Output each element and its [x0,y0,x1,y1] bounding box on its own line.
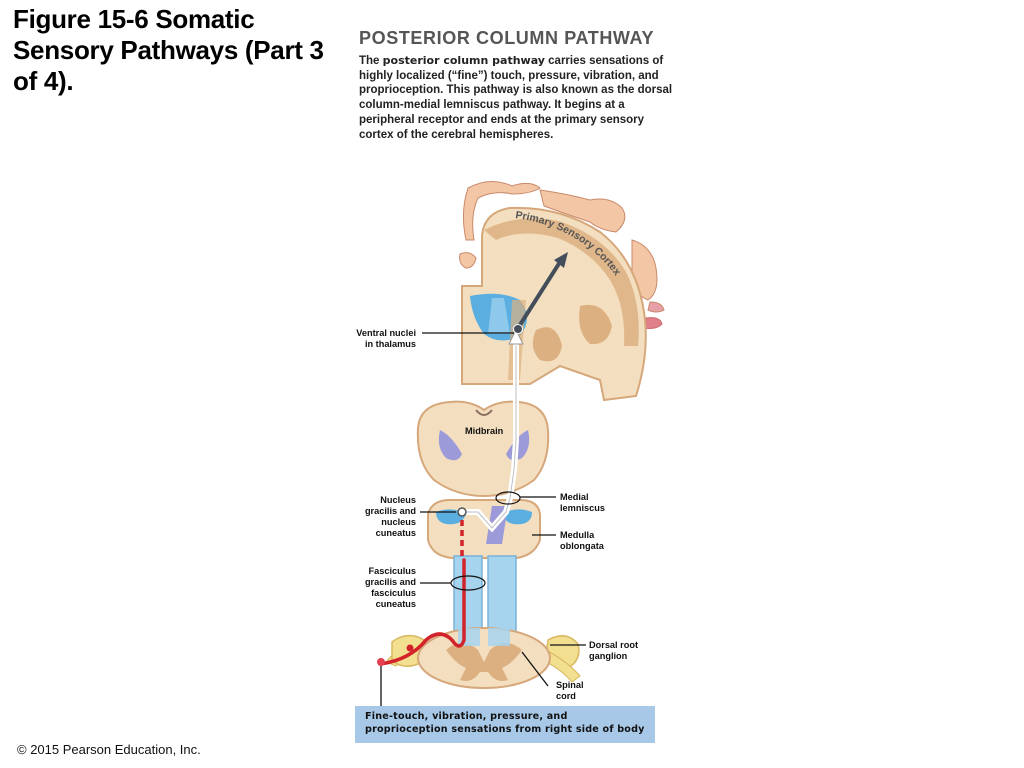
homunculus-leg [462,181,541,241]
third-order-neuron [516,260,562,330]
midbrain-label: Midbrain [465,426,504,436]
drg-label: Dorsal root ganglion [589,640,639,661]
second-order-arrowhead [508,328,524,345]
spinal-cord-section [385,627,581,689]
nucleus-gracilis-cell [457,507,467,517]
homunculus-tongue [643,317,663,329]
fasciculus-label: Fasciculus gracilis and fasciculus cunea… [364,566,416,609]
spinal-cord-leader [521,651,549,687]
sensation-caption: Fine-touch, vibration, pressure, and pro… [355,706,655,743]
medulla-right-nucleus [502,509,532,525]
spinal-cord-outline [417,627,551,689]
spinal-gray-matter [446,643,522,681]
homunculus-foot [459,252,477,269]
medial-lemniscus-label: Medial lemniscus [560,492,605,513]
first-order-neuron [378,558,466,666]
thalamic-cell [513,324,523,334]
basal-nucleus [532,327,562,362]
medulla-outline [427,499,541,559]
cortex-gray-matter [484,218,639,346]
homunculus-lip [647,301,665,313]
medulla-label: Medulla oblongata [560,530,604,551]
pathway-description: The posterior column pathway carries sen… [359,54,677,142]
cortex-gyrus [579,304,612,345]
cerebral-hemisphere-section [461,206,647,402]
medulla-section [427,499,541,559]
spinal-posterior-column-right [488,628,510,646]
second-order-neuron-edge [461,345,517,529]
neuron-pathway [377,252,568,666]
leader-lines [380,332,586,706]
description-prefix: The [359,55,383,67]
thalamus-label: Ventral nuclei in thalamus [356,328,416,349]
ventricle [488,298,510,334]
description-rest: carries sensations of highly localized (… [359,55,673,141]
third-order-arrowhead [554,252,568,268]
midbrain-aqueduct [475,409,493,416]
description-term: posterior column pathway [382,54,545,67]
nucleus-gracilis-label: Nucleus gracilis and nucleus cuneatus [364,495,416,538]
homunculus-hand [539,189,626,233]
midbrain-left-tract [438,430,462,461]
copyright-notice: © 2015 Pearson Education, Inc. [17,742,201,757]
panel-heading: POSTERIOR COLUMN PATHWAY [359,28,655,48]
receptor-ending [377,658,385,666]
spinal-cord-label: Spinal cord [556,680,584,701]
slide-title: Figure 15-6 Somatic Sensory Pathways (Pa… [13,4,324,96]
dorsal-root-ganglion-cell [406,644,414,652]
medial-lemniscus-marker [495,491,521,505]
midbrain-section [416,400,550,498]
